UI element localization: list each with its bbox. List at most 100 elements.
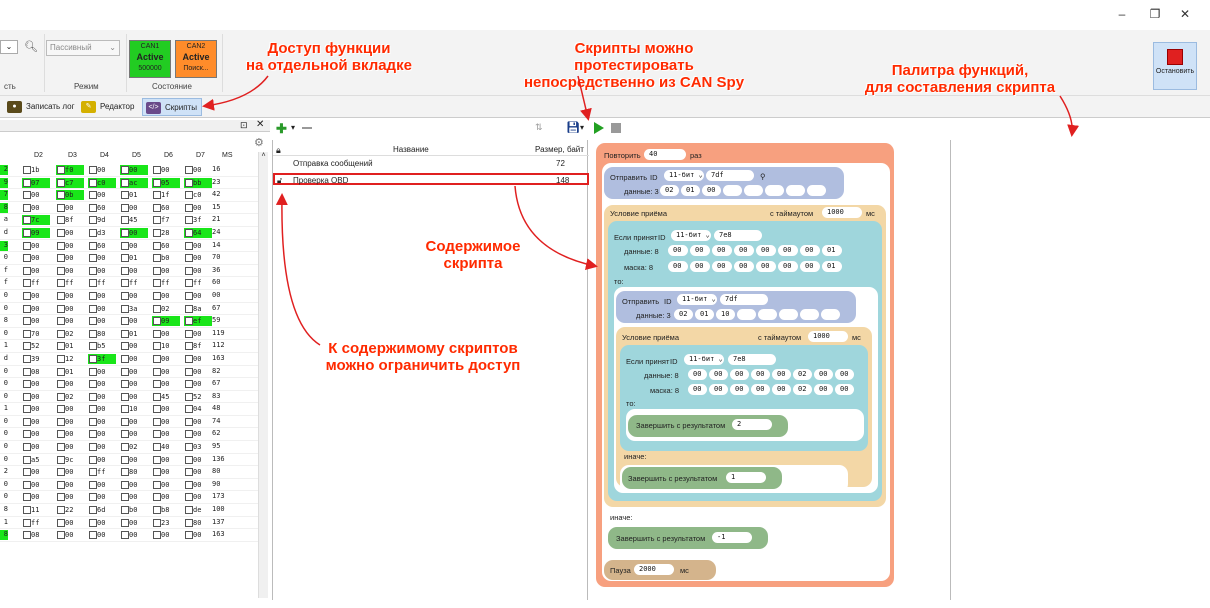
byte-cell[interactable]: 00 [184, 367, 212, 377]
byte-field[interactable]: 00 [772, 369, 791, 380]
value-field[interactable]: 1000 [822, 207, 862, 218]
byte-cell[interactable]: 52 [184, 392, 212, 402]
byte-cell[interactable]: 00 [184, 165, 212, 175]
byte-cell[interactable]: 00 [22, 379, 50, 389]
byte-cell[interactable]: b0 [152, 253, 180, 263]
remove-script-button[interactable] [302, 127, 312, 129]
byte-field[interactable]: 00 [734, 245, 754, 256]
byte-cell[interactable]: 00 [184, 467, 212, 477]
bits-select[interactable]: 11-бит ⌄ [671, 230, 711, 241]
byte-cell[interactable]: 00 [22, 291, 50, 301]
column-header[interactable]: D2 [34, 152, 43, 159]
byte-cell[interactable]: 00 [120, 379, 148, 389]
byte-cell[interactable]: 00 [120, 417, 148, 427]
byte-cell[interactable]: 03 [184, 442, 212, 452]
byte-cell[interactable]: b8 [152, 505, 180, 515]
pin-icon[interactable]: ⊡ [240, 120, 248, 130]
byte-field[interactable]: 02 [674, 309, 693, 320]
column-header[interactable]: D6 [164, 152, 173, 159]
byte-cell[interactable]: 04 [184, 404, 212, 414]
byte-field[interactable]: 00 [668, 245, 688, 256]
byte-cell[interactable]: 01 [120, 253, 148, 263]
byte-cell[interactable]: 60 [88, 203, 116, 213]
byte-cell[interactable]: 00 [184, 417, 212, 427]
byte-cell[interactable]: 39 [22, 354, 50, 364]
byte-cell[interactable]: 00 [88, 304, 116, 314]
byte-cell[interactable]: 02 [120, 442, 148, 452]
byte-cell[interactable]: 00 [184, 253, 212, 263]
byte-cell[interactable]: 8f [56, 215, 84, 225]
byte-field[interactable]: 00 [730, 369, 749, 380]
byte-cell[interactable]: 00 [120, 518, 148, 528]
byte-cell[interactable]: 00 [120, 341, 148, 351]
byte-cell[interactable]: 1b [22, 165, 50, 175]
byte-cell[interactable]: 00 [184, 266, 212, 276]
byte-cell[interactable]: 00 [152, 429, 180, 439]
unlock-icon[interactable]: 🔓︎ [277, 176, 283, 185]
byte-field[interactable]: 00 [668, 261, 688, 272]
byte-cell[interactable]: 8a [184, 304, 212, 314]
byte-cell[interactable]: 00 [56, 404, 84, 414]
value-field[interactable]: 40 [644, 149, 686, 160]
byte-cell[interactable]: 00 [88, 518, 116, 528]
column-header[interactable]: D4 [100, 152, 109, 159]
byte-field[interactable]: 01 [695, 309, 714, 320]
chevron-down-icon[interactable]: ⌄ [0, 40, 18, 54]
value-field[interactable]: 7e8 [728, 354, 776, 365]
byte-cell[interactable]: 00 [152, 480, 180, 490]
byte-field[interactable] [807, 185, 826, 196]
byte-cell[interactable]: 00 [22, 392, 50, 402]
byte-cell[interactable]: c7 [56, 177, 84, 188]
byte-cell[interactable]: 00 [56, 379, 84, 389]
value-field[interactable]: 1 [726, 472, 766, 483]
stop-button[interactable]: Остановить [1153, 42, 1197, 90]
byte-cell[interactable]: 00 [120, 266, 148, 276]
byte-cell[interactable]: 00 [120, 241, 148, 251]
byte-cell[interactable]: 00 [56, 241, 84, 251]
byte-field[interactable]: 02 [793, 384, 812, 395]
tab-editor[interactable]: ✎Редактор [78, 98, 138, 116]
byte-cell[interactable]: 00 [152, 329, 180, 339]
byte-cell[interactable]: 00 [88, 190, 116, 200]
byte-cell[interactable]: 8f [184, 341, 212, 351]
byte-cell[interactable]: 00 [22, 480, 50, 490]
byte-cell[interactable]: 00 [56, 203, 84, 213]
byte-cell[interactable]: 80 [88, 329, 116, 339]
byte-field[interactable] [737, 309, 756, 320]
byte-cell[interactable]: 00 [88, 392, 116, 402]
byte-field[interactable]: 00 [835, 369, 854, 380]
byte-cell[interactable]: 08 [22, 530, 50, 540]
byte-cell[interactable]: ff [22, 518, 50, 528]
byte-cell[interactable]: 02 [56, 392, 84, 402]
byte-cell[interactable]: 00 [120, 316, 148, 326]
byte-cell[interactable]: 00 [152, 530, 180, 540]
byte-field[interactable]: 00 [688, 369, 707, 380]
byte-cell[interactable]: 00 [22, 492, 50, 502]
byte-cell[interactable]: 3f [184, 215, 212, 225]
gear-icon[interactable]: ⚙ [254, 137, 264, 149]
byte-cell[interactable]: 00 [184, 354, 212, 364]
byte-cell[interactable]: 00 [56, 492, 84, 502]
run-script-button[interactable] [594, 122, 604, 134]
stop-script-button[interactable] [611, 123, 621, 133]
byte-cell[interactable]: 00 [88, 379, 116, 389]
byte-cell[interactable]: 02 [152, 304, 180, 314]
byte-cell[interactable]: b0 [120, 505, 148, 515]
byte-field[interactable]: 00 [756, 245, 776, 256]
byte-cell[interactable]: 02 [56, 329, 84, 339]
byte-field[interactable]: 00 [814, 384, 833, 395]
byte-cell[interactable]: 00 [88, 480, 116, 490]
byte-cell[interactable]: ac [120, 177, 148, 188]
close-button[interactable]: ✕ [1179, 7, 1191, 21]
byte-field[interactable]: 10 [716, 309, 735, 320]
byte-cell[interactable]: 00 [184, 241, 212, 251]
byte-cell[interactable]: 00 [120, 165, 148, 175]
